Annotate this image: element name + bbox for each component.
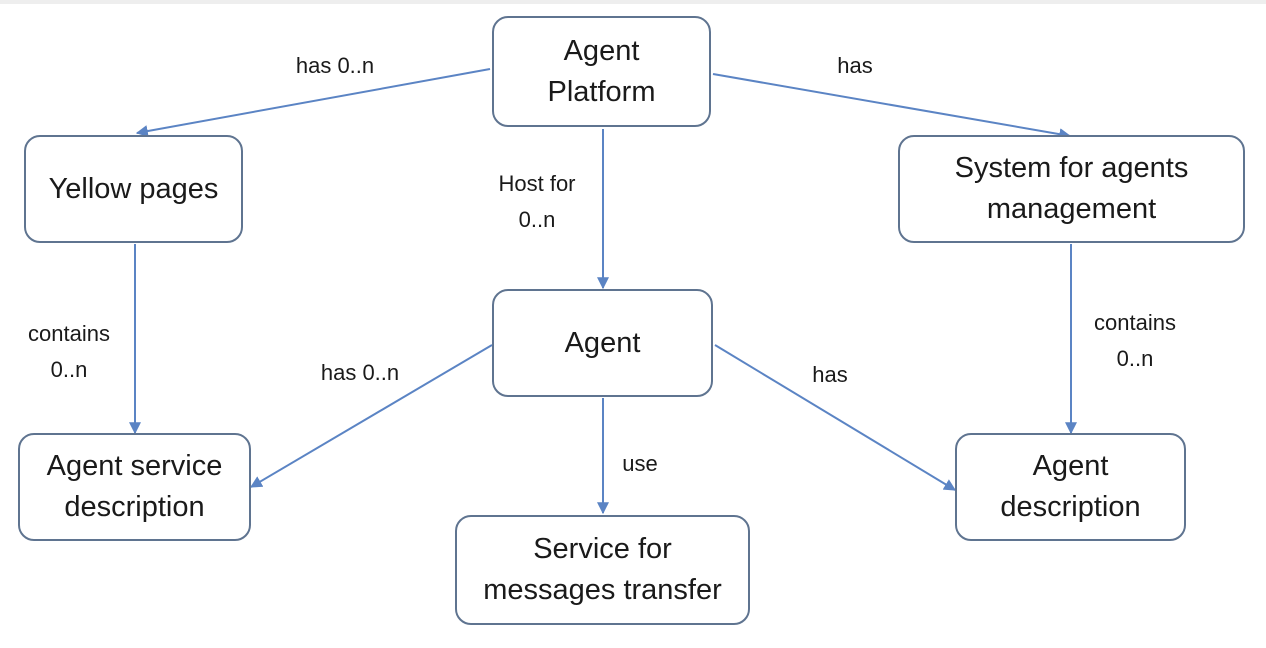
- node-yellow-pages: Yellow pages: [24, 135, 243, 243]
- edge-agent-to-service-description: [249, 344, 493, 488]
- edge-label-agent-to-agent-description: has: [812, 362, 848, 387]
- edge-label-agent-to-messages-transfer: use: [622, 451, 658, 476]
- node-agent-service-description-label: Agent service description: [46, 450, 223, 523]
- edge-agent-to-agent-description: [714, 344, 957, 491]
- top-border: [0, 0, 1266, 4]
- node-agent-label: Agent: [564, 326, 641, 359]
- edge-label-yellow-pages-to-service-description: contains 0..n: [28, 321, 110, 382]
- node-agent-description: Agent description: [955, 433, 1186, 541]
- edge-label-platform-to-yellow-pages: has 0..n: [295, 53, 375, 78]
- node-agents-management: System for agents management: [898, 135, 1245, 243]
- node-agent: Agent: [492, 289, 713, 397]
- edge-platform-to-yellow-pages: [135, 68, 491, 137]
- node-agent-platform: Agent Platform: [492, 16, 711, 127]
- edge-label-agent-to-service-description: has 0..n: [320, 360, 400, 385]
- node-messages-transfer-label: Service for messages transfer: [483, 533, 722, 606]
- edge-label-platform-to-management: has: [837, 53, 873, 78]
- node-messages-transfer: Service for messages transfer: [455, 515, 750, 625]
- node-yellow-pages-label: Yellow pages: [48, 172, 219, 205]
- node-agent-platform-label: Agent Platform: [547, 34, 656, 108]
- node-agents-management-label: System for agents management: [954, 152, 1189, 225]
- node-agent-description-label: Agent description: [1000, 450, 1141, 523]
- edge-platform-to-management: [712, 73, 1072, 141]
- edge-label-management-to-agent-description: contains 0..n: [1094, 310, 1176, 371]
- edge-label-platform-to-agent: Host for 0..n: [498, 171, 576, 232]
- node-agent-service-description: Agent service description: [18, 433, 251, 541]
